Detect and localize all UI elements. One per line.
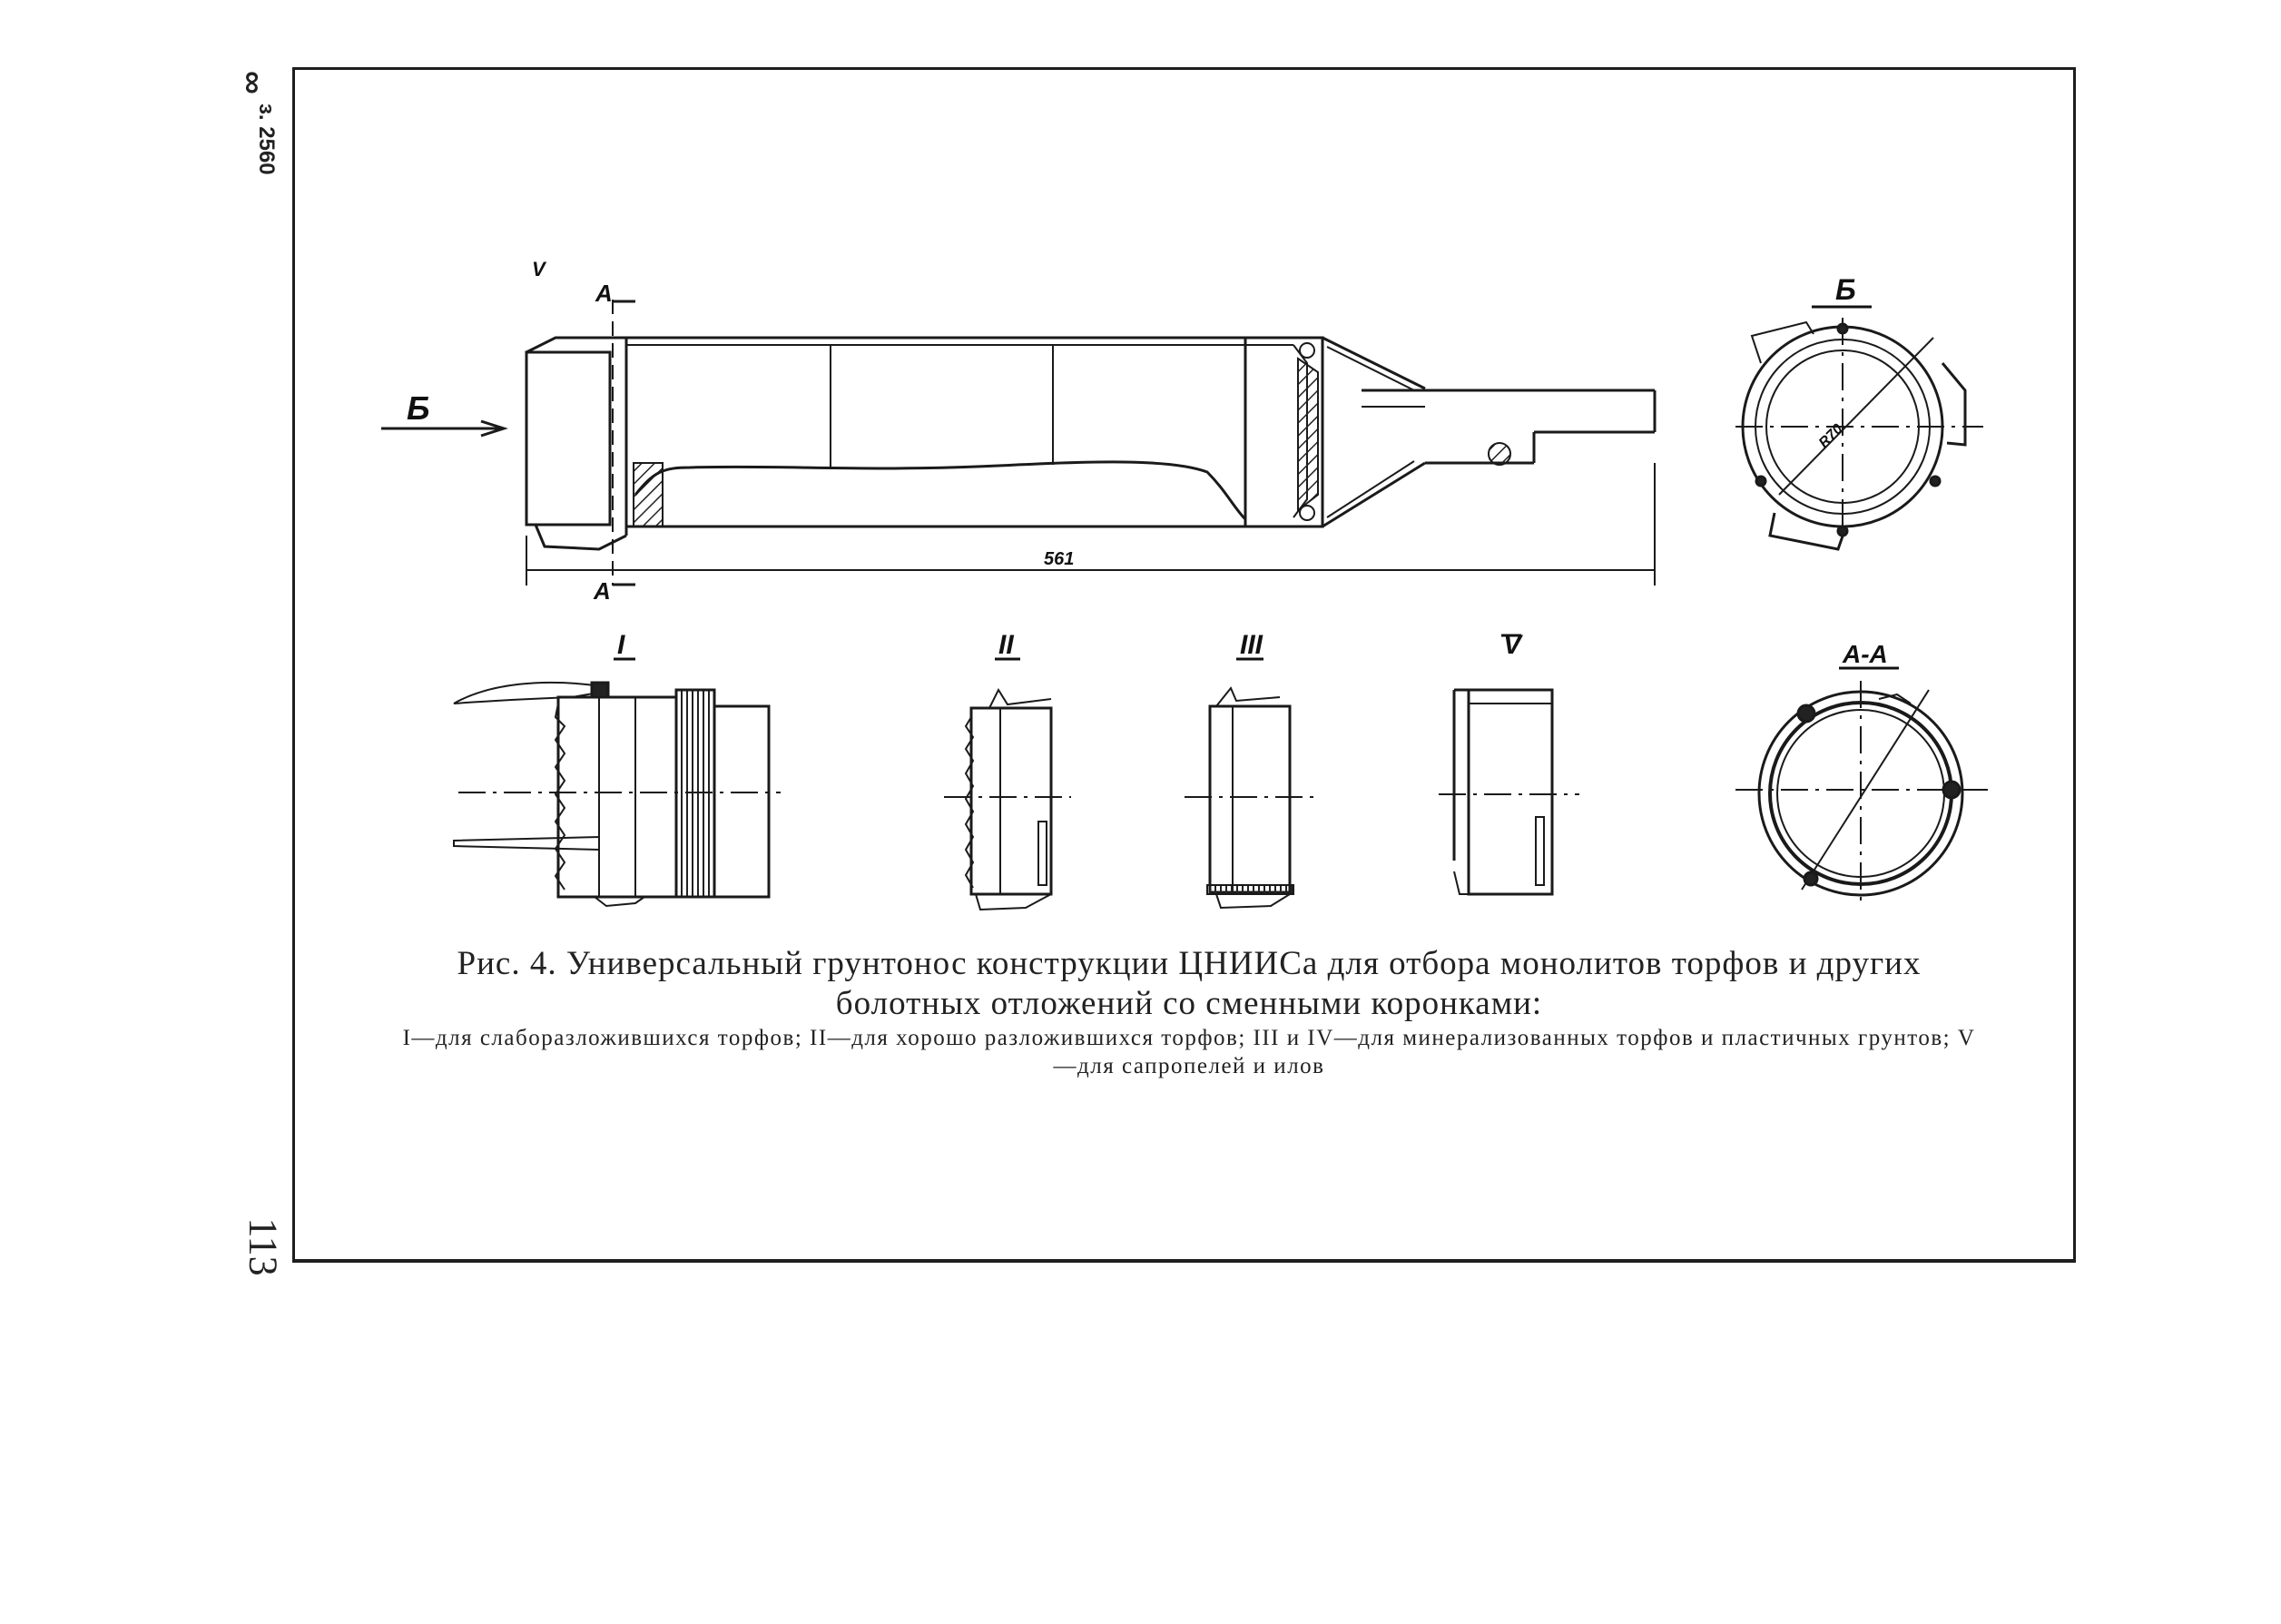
- section-aa-title: А-А: [1842, 640, 1888, 668]
- detail-3-label: III: [1240, 630, 1263, 660]
- view-b-circle: [1735, 318, 1983, 551]
- section-a-top-label: А: [595, 280, 613, 307]
- dimension-length-label: 561: [1044, 549, 1074, 569]
- frame-right-line: [2073, 67, 2076, 1263]
- frame-left-line: [292, 67, 295, 1263]
- crown-detail-3: [1185, 686, 1316, 910]
- detail-5-label: V: [1503, 630, 1524, 660]
- crown-detail-2: [944, 687, 1071, 911]
- figure-caption-legend: I—для слаборазложившихся торфов; II—для …: [402, 1026, 1976, 1078]
- view-b-arrow-label: Б: [407, 389, 430, 427]
- detail-1-label: I: [617, 630, 625, 660]
- detail-2-label: II: [998, 630, 1014, 660]
- view-b-title: Б: [1835, 273, 1856, 306]
- crown-detail-1: [453, 681, 781, 908]
- section-a-bottom-label: А: [593, 577, 611, 605]
- figure-caption-title: Рис. 4. Универсальный грунтонос конструк…: [457, 945, 1922, 1022]
- frame-top-line: [292, 67, 2076, 70]
- main-detail-marker: V: [532, 258, 547, 281]
- sampler-main-view: [381, 300, 1657, 586]
- crown-detail-5: [1439, 688, 1579, 896]
- section-aa-circle: [1735, 681, 1988, 908]
- frame-bottom-line: [292, 1259, 2076, 1263]
